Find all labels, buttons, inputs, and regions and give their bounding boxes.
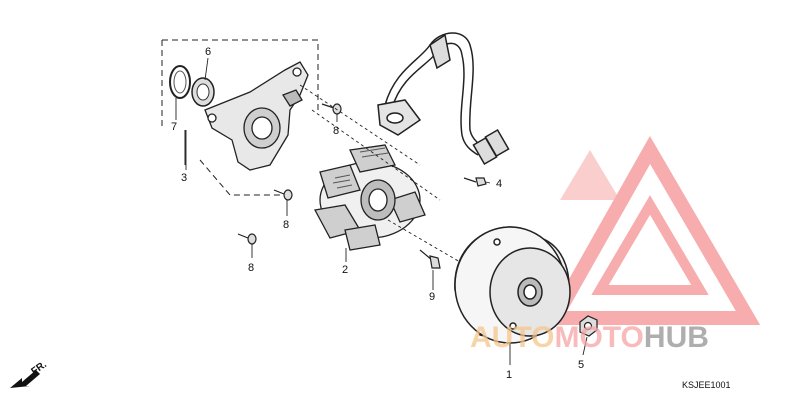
o-ring xyxy=(169,65,191,99)
callout-8-middle: 8 xyxy=(283,219,289,231)
callout-2: 2 xyxy=(342,264,348,276)
wire-harness xyxy=(377,32,510,166)
watermark-hub: HUB xyxy=(644,321,709,354)
leader-lines xyxy=(175,57,588,365)
callout-4: 4 xyxy=(496,178,502,190)
callout-1: 1 xyxy=(506,369,512,381)
diagram-code: KSJEE1001 xyxy=(682,380,731,390)
watermark-text: AUTOMOTOHUB xyxy=(470,321,709,354)
watermark-moto: MOTO xyxy=(554,321,643,354)
bolt-9 xyxy=(419,249,441,269)
flywheel xyxy=(454,226,571,344)
stator-group-bracket xyxy=(161,39,319,196)
screw-8-bottom xyxy=(237,233,257,245)
callout-5: 5 xyxy=(578,359,584,371)
callout-3: 3 xyxy=(181,172,187,184)
callout-6: 6 xyxy=(205,46,211,58)
callout-9: 9 xyxy=(429,291,435,303)
stator-base-plate xyxy=(204,61,309,171)
oil-seal xyxy=(191,77,215,107)
stator-coil xyxy=(313,144,426,251)
watermark-logo-icon xyxy=(543,135,761,325)
front-direction-arrow-icon: FR. xyxy=(10,359,49,388)
flange-nut xyxy=(579,315,598,337)
screw-8-middle xyxy=(273,189,293,201)
callout-8-bottom: 8 xyxy=(248,262,254,274)
callout-labels: 1 2 3 4 5 6 7 8 8 8 9 xyxy=(171,46,584,381)
watermark-auto: AUTO xyxy=(470,321,554,354)
callout-8-top: 8 xyxy=(333,125,339,137)
callout-7: 7 xyxy=(171,121,177,133)
bolt-4 xyxy=(463,177,487,187)
